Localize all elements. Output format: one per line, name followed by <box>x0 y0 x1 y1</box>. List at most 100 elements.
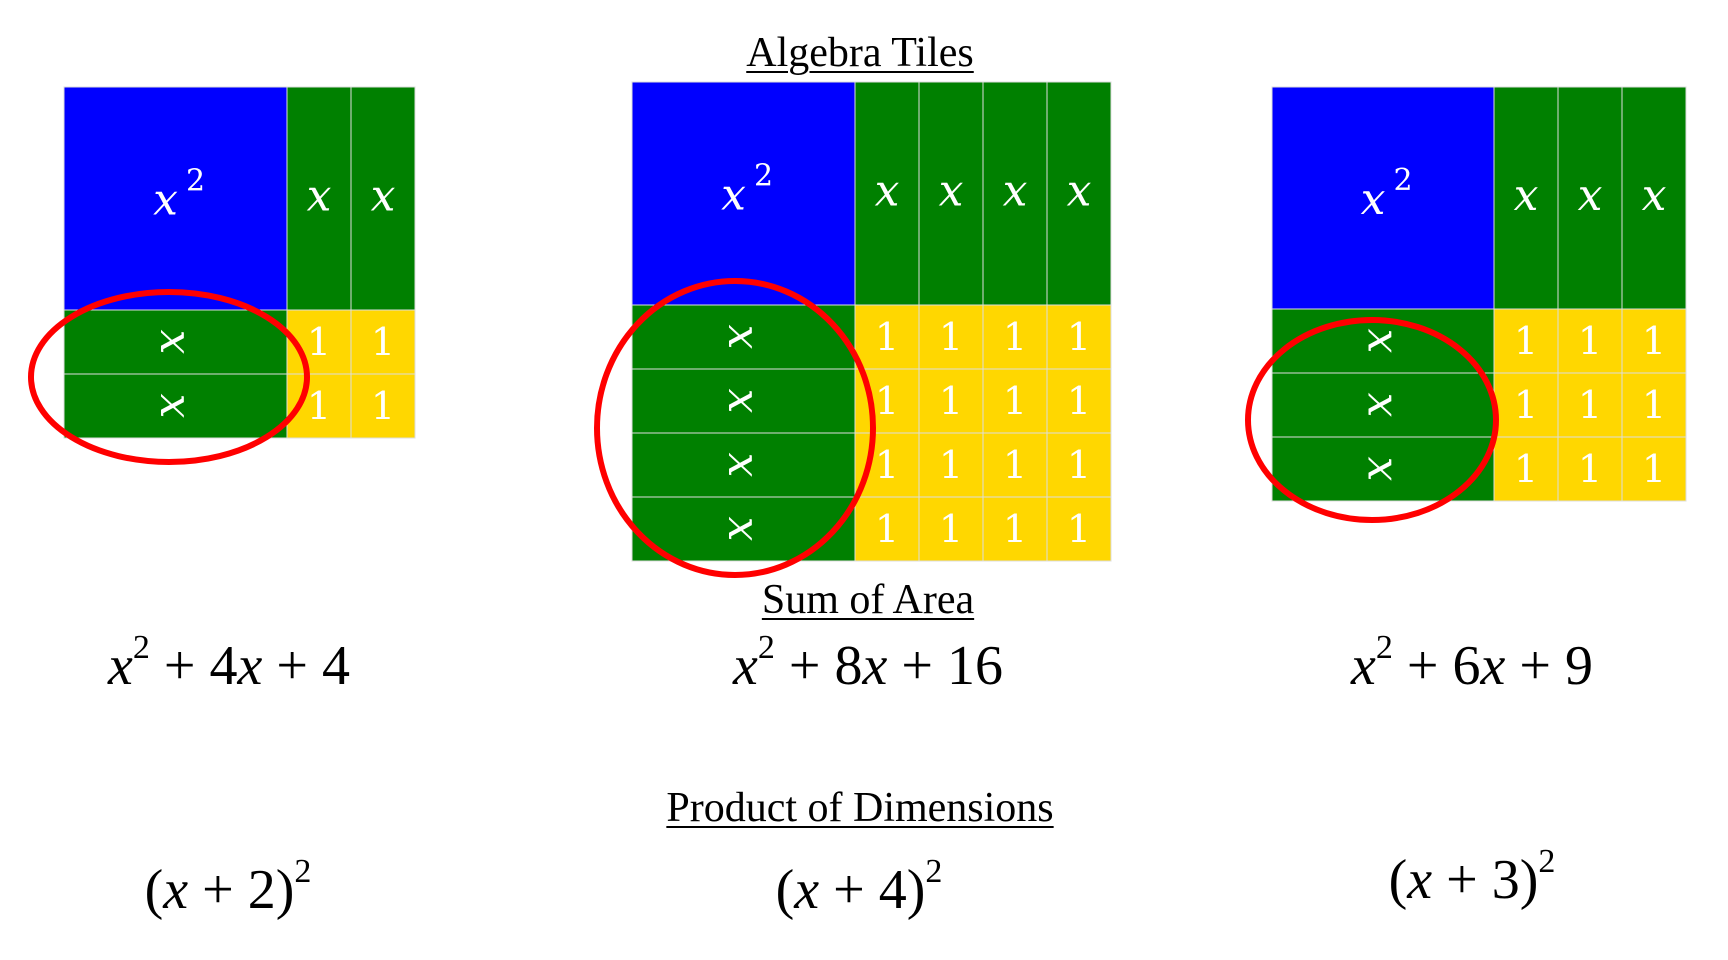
x-tile-label: x <box>718 453 769 478</box>
unit-tile <box>982 496 1048 562</box>
unit-tile-label: 1 <box>307 384 331 428</box>
unit-tile <box>350 309 416 375</box>
heading-sum-of-area: Sum of Area <box>761 577 975 623</box>
unit-tile <box>1046 432 1112 498</box>
x-tile-horizontal <box>1271 372 1495 438</box>
paren: ( <box>775 859 795 921</box>
term: + 3) <box>1432 849 1539 911</box>
unit-tile <box>1046 368 1112 434</box>
unit-tile-label: 1 <box>875 507 899 551</box>
paren: ( <box>144 859 164 921</box>
exp: 2 <box>925 853 943 890</box>
unit-tile-label: 1 <box>1578 319 1602 363</box>
unit-tile-label: 1 <box>875 315 899 359</box>
x-tile-vertical <box>918 81 984 306</box>
unit-tile-label: 1 <box>1003 507 1027 551</box>
heading-product-of-dimensions: Product of Dimensions <box>666 785 1054 831</box>
x-tile-label: x <box>1067 166 1092 217</box>
term: + 4 <box>262 635 350 697</box>
x-tile-label: x <box>1642 170 1667 221</box>
x-tile-label: x <box>1003 166 1028 217</box>
unit-tile-label: 1 <box>1003 315 1027 359</box>
unit-tile-label: 1 <box>939 315 963 359</box>
unit-tile <box>1557 436 1623 502</box>
unit-tile-label: 1 <box>371 384 395 428</box>
var: x <box>108 635 133 697</box>
exp: 2 <box>294 853 312 890</box>
x-tile-label: x <box>1514 170 1539 221</box>
x-tile-label: x <box>718 325 769 350</box>
var: x <box>237 635 263 697</box>
heading-algebra-tiles: Algebra Tiles <box>746 30 974 76</box>
x-squared-exponent: 2 <box>186 164 205 199</box>
x-tile-vertical <box>1046 81 1112 306</box>
term: + 8 <box>774 635 863 697</box>
highlight-circle <box>1245 317 1499 523</box>
unit-tile <box>1621 372 1687 438</box>
unit-tile <box>1621 436 1687 502</box>
unit-tile <box>1493 372 1559 438</box>
unit-tile-label: 1 <box>875 443 899 487</box>
x-tile-horizontal <box>631 496 856 562</box>
x-tile-label: x <box>150 330 201 355</box>
term: + 4 <box>149 635 238 697</box>
var: x <box>1407 849 1433 911</box>
unit-tile-label: 1 <box>371 320 395 364</box>
product-expression-2: (x + 4)2 <box>775 855 943 921</box>
highlight-circle <box>28 289 310 465</box>
var: x <box>163 859 189 921</box>
x-squared-exponent: 2 <box>754 159 773 194</box>
unit-tile-label: 1 <box>1642 447 1666 491</box>
x-tile-label: x <box>718 517 769 542</box>
unit-tile <box>918 432 984 498</box>
unit-tile <box>1046 304 1112 370</box>
unit-tile-label: 1 <box>1067 315 1091 359</box>
unit-tile-label: 1 <box>1067 443 1091 487</box>
var: x <box>862 635 888 697</box>
unit-tile <box>1621 308 1687 374</box>
unit-tile-label: 1 <box>939 443 963 487</box>
x-squared-label: x <box>721 170 746 221</box>
exp: 2 <box>757 629 775 666</box>
unit-tile-label: 1 <box>1514 383 1538 427</box>
product-expression-3: (x + 3)2 <box>1388 845 1556 911</box>
sum-expression-3: x2 + 6x + 9 <box>1351 631 1593 697</box>
unit-tile-label: 1 <box>1642 319 1666 363</box>
x-tile-vertical <box>1621 86 1687 310</box>
paren: ( <box>1388 849 1408 911</box>
unit-tile-label: 1 <box>939 507 963 551</box>
var: x <box>733 635 758 697</box>
exp: 2 <box>132 629 150 666</box>
unit-tile-label: 1 <box>1514 319 1538 363</box>
term: + 9 <box>1505 635 1593 697</box>
x-tile-label: x <box>875 166 900 217</box>
unit-tile <box>1493 436 1559 502</box>
x-squared-label: x <box>153 175 178 226</box>
unit-tile <box>854 304 920 370</box>
unit-tile <box>1557 308 1623 374</box>
x-tile-vertical <box>1493 86 1559 310</box>
unit-tile-label: 1 <box>1003 443 1027 487</box>
x-tile-vertical <box>854 81 920 306</box>
unit-tile-label: 1 <box>1642 383 1666 427</box>
x-tile-vertical <box>1557 86 1623 310</box>
x-squared-tile <box>631 81 856 306</box>
unit-tile <box>982 368 1048 434</box>
x-squared-label: x <box>1361 174 1386 225</box>
x-tile-label: x <box>1358 457 1409 482</box>
unit-tile-label: 1 <box>1578 447 1602 491</box>
exp: 2 <box>1538 843 1556 880</box>
x-squared-tile <box>1271 86 1495 310</box>
unit-tile-label: 1 <box>875 379 899 423</box>
x-tile-label: x <box>1578 170 1603 221</box>
unit-tile-label: 1 <box>1067 379 1091 423</box>
unit-tile <box>350 373 416 439</box>
sum-expression-1: x2 + 4x + 4 <box>108 631 350 697</box>
unit-tile <box>918 496 984 562</box>
exp: 2 <box>1375 629 1393 666</box>
unit-tile-label: 1 <box>1067 507 1091 551</box>
highlight-circle <box>594 278 876 578</box>
unit-tile <box>918 368 984 434</box>
x-tile-label: x <box>150 394 201 419</box>
x-squared-exponent: 2 <box>1393 163 1412 198</box>
